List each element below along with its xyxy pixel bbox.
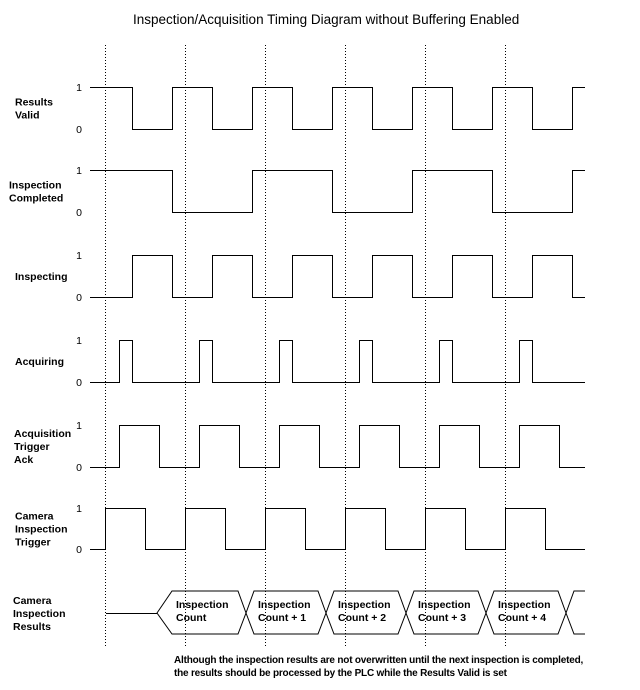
- signal-label-camera-inspection-results: Camera: [13, 595, 52, 607]
- signal-label-results-valid: Results: [15, 97, 53, 109]
- level-label-high-acquiring: 1: [76, 335, 82, 347]
- bus-hexagon-label-2: Count + 2: [338, 612, 386, 624]
- signal-waveform-results-valid: [90, 87, 585, 130]
- level-label-low-camera-inspection-trigger: 0: [76, 544, 82, 556]
- level-label-low-acquiring: 0: [76, 377, 82, 389]
- bus-partial-hexagon: [565, 590, 585, 635]
- bus-hexagon-label-1: Count + 1: [258, 612, 306, 624]
- signal-label-acquiring: Acquiring: [15, 356, 64, 368]
- bus-hexagon-label-1: Inspection: [258, 599, 311, 611]
- level-label-high-camera-inspection-trigger: 1: [76, 503, 82, 515]
- signal-label-camera-inspection-trigger: Trigger: [15, 537, 51, 549]
- footer-note-line2: the results should be processed by the P…: [174, 668, 507, 679]
- signal-label-results-valid: Valid: [15, 110, 40, 122]
- level-label-high-acquisition-trigger-ack: 1: [76, 420, 82, 432]
- signal-label-inspection-completed: Completed: [9, 193, 63, 205]
- level-label-low-inspecting: 0: [76, 292, 82, 304]
- bus-hexagon-label-3: Count + 3: [418, 612, 466, 624]
- footer-note-line1: Although the inspection results are not …: [174, 655, 584, 666]
- signal-label-camera-inspection-trigger: Camera: [15, 511, 54, 523]
- bus-hexagon-label-2: Inspection: [338, 599, 391, 611]
- level-label-high-inspection-completed: 1: [76, 165, 82, 177]
- bus-hexagon-label-4: Inspection: [498, 599, 551, 611]
- level-label-high-results-valid: 1: [76, 82, 82, 94]
- signal-waveform-inspection-completed: [90, 170, 585, 213]
- signal-label-camera-inspection-results: Results: [13, 621, 51, 633]
- signal-label-acquisition-trigger-ack: Ack: [14, 454, 33, 466]
- level-label-low-inspection-completed: 0: [76, 207, 82, 219]
- signal-label-acquisition-trigger-ack: Trigger: [14, 441, 50, 453]
- level-label-low-results-valid: 0: [76, 124, 82, 136]
- footer-note: Although the inspection results are not …: [174, 654, 583, 680]
- bus-hexagon-label-0: Inspection: [176, 599, 229, 611]
- signal-label-camera-inspection-trigger: Inspection: [15, 524, 68, 536]
- signal-waveform-acquiring: [90, 340, 585, 383]
- bus-hexagon-label-0: Count: [176, 612, 207, 624]
- signal-label-acquisition-trigger-ack: Acquisition: [14, 428, 71, 440]
- level-label-low-acquisition-trigger-ack: 0: [76, 462, 82, 474]
- level-label-high-inspecting: 1: [76, 250, 82, 262]
- signal-waveform-camera-inspection-trigger: [90, 508, 585, 550]
- signal-label-inspection-completed: Inspection: [9, 180, 62, 192]
- signal-label-camera-inspection-results: Inspection: [13, 608, 66, 620]
- page-title: Inspection/Acquisition Timing Diagram wi…: [133, 12, 520, 27]
- signal-waveform-inspecting: [90, 255, 585, 298]
- bus-hexagon-label-3: Inspection: [418, 599, 471, 611]
- signal-label-inspecting: Inspecting: [15, 271, 68, 283]
- signal-waveform-acquisition-trigger-ack: [90, 425, 585, 468]
- bus-hexagon-label-4: Count + 4: [498, 612, 546, 624]
